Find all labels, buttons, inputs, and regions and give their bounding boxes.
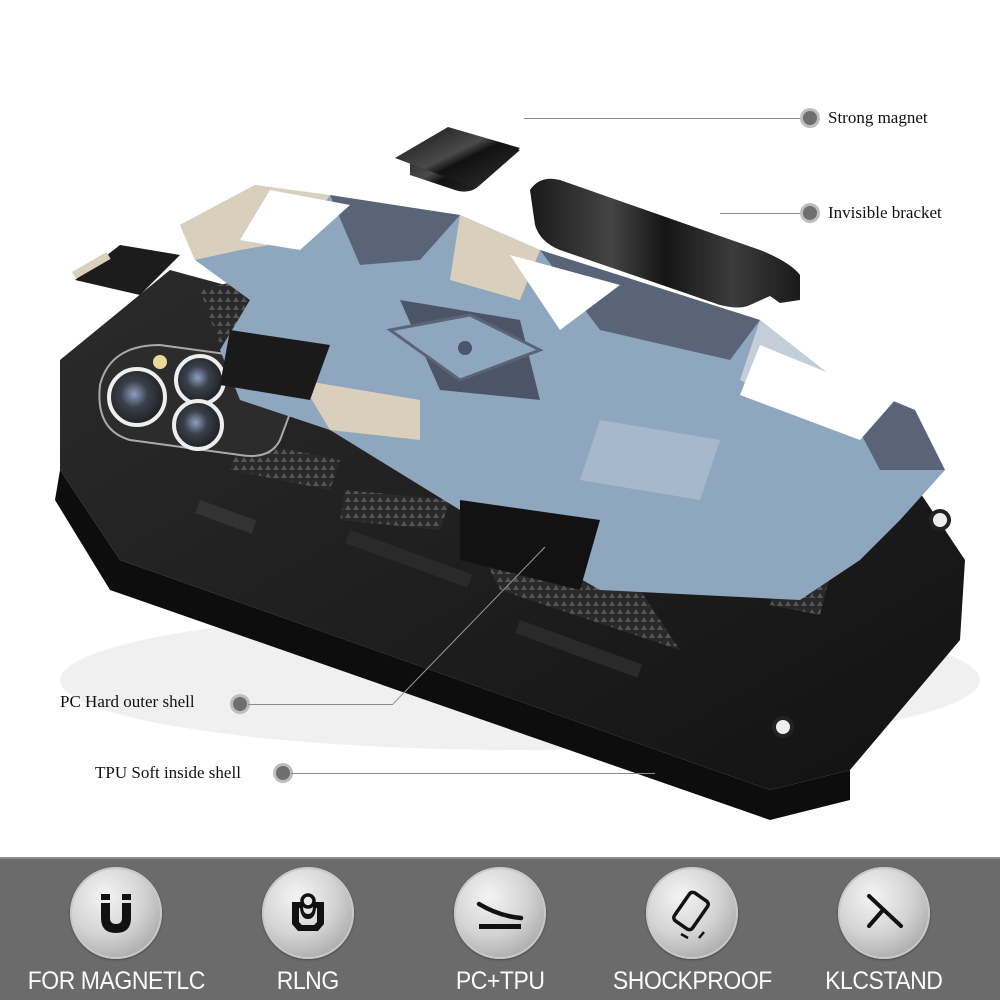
leader-line-pc-hard-outer-shell-diagonal: [392, 546, 546, 705]
shockproof-phone-icon: [646, 867, 738, 959]
callout-label-pc-hard-outer-shell: PC Hard outer shell: [60, 692, 195, 711]
phone-case-illustration: [55, 127, 980, 820]
leader-line-pc-hard-outer-shell: [248, 704, 393, 705]
feature-band: FOR MAGNETLC RLNG PC+TPU SHOCKPR: [0, 857, 1000, 1000]
feature-kickstand: KLCSTAND: [794, 867, 974, 996]
feature-shockproof: SHOCKPROOF: [602, 867, 782, 996]
layers-icon: [454, 867, 546, 959]
ring-icon: [262, 867, 354, 959]
feature-label-ring: RLNG: [276, 967, 340, 995]
kickstand-icon: [838, 867, 930, 959]
feature-label-pc-tpu: PC+TPU: [455, 967, 545, 995]
magnet-icon: [70, 867, 162, 959]
callout-dot-pc-hard-outer-shell: [233, 697, 247, 711]
callout-label-invisible-bracket: Invisible bracket: [828, 203, 942, 222]
callout-dot-invisible-bracket: [803, 206, 817, 220]
feature-label-magnet: FOR MAGNETLC: [27, 967, 205, 995]
callout-dot-strong-magnet: [803, 111, 817, 125]
callout-label-tpu-soft-inside-shell: TPU Soft inside shell: [95, 763, 241, 782]
feature-pc-tpu: PC+TPU: [410, 867, 590, 996]
leader-line-tpu-soft-inside-shell: [291, 773, 655, 774]
product-stage: Strong magnet Invisible bracket PC Hard …: [55, 108, 980, 820]
leader-line-strong-magnet: [524, 118, 806, 119]
leader-line-invisible-bracket: [720, 213, 806, 214]
callout-label-strong-magnet: Strong magnet: [828, 108, 928, 127]
callout-dot-tpu-soft-inside-shell: [276, 766, 290, 780]
feature-label-shockproof: SHOCKPROOF: [612, 967, 772, 995]
feature-magnet: FOR MAGNETLC: [26, 867, 206, 996]
feature-label-kickstand: KLCSTAND: [825, 967, 943, 995]
feature-ring: RLNG: [218, 867, 398, 996]
